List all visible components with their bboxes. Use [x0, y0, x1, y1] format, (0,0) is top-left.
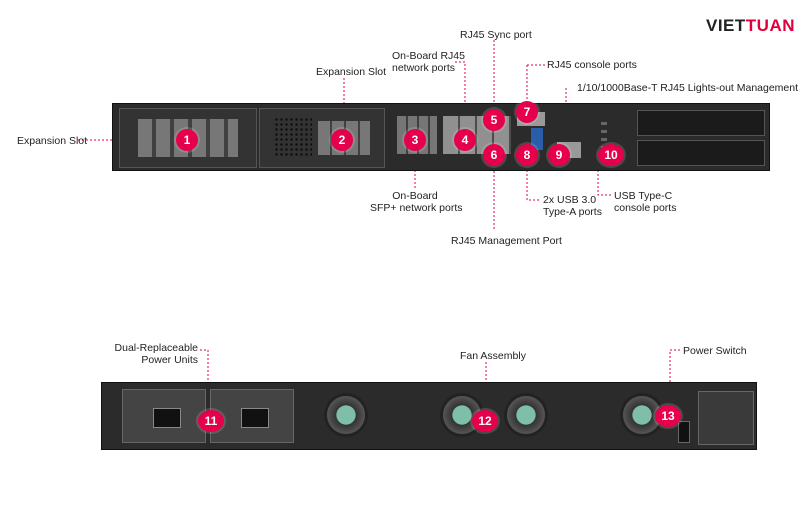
- fan: [504, 393, 548, 437]
- usb-ports: [531, 128, 543, 150]
- expansion-module-2: [259, 108, 385, 168]
- power-switch: [678, 421, 690, 443]
- label-rj45-sync: RJ45 Sync port: [460, 29, 532, 41]
- label-fan: Fan Assembly: [460, 350, 526, 362]
- label-rj45-mgmt: RJ45 Management Port: [451, 235, 562, 247]
- badge-11: 11: [198, 410, 224, 432]
- badge-8: 8: [516, 144, 538, 166]
- badge-12: 12: [472, 410, 498, 432]
- brand-part1: VIET: [706, 16, 746, 35]
- rear-plate: [698, 391, 754, 445]
- label-usb-line2: Type-A ports: [543, 206, 602, 218]
- label-usbc-line2: console ports: [614, 202, 677, 214]
- drive-bay-1: [637, 110, 765, 136]
- badge-9: 9: [548, 144, 570, 166]
- power-inlet-1: [153, 408, 181, 428]
- vent-grid: [274, 117, 312, 157]
- badge-10: 10: [598, 144, 624, 166]
- label-usb: 2x USB 3.0 Type-A ports: [543, 194, 602, 218]
- drive-bay-2: [637, 140, 765, 166]
- label-lights-out: 1/10/1000Base-T RJ45 Lights-out Manageme…: [577, 82, 800, 94]
- label-onboard-sfp-line1: On-Board: [392, 190, 438, 202]
- badge-6: 6: [483, 144, 505, 166]
- label-psu-line2: Power Units: [141, 354, 198, 366]
- label-expansion-slot-left: Expansion Slot: [17, 135, 88, 147]
- label-onboard-sfp: On-Board SFP+ network ports: [370, 190, 463, 214]
- psu-1: [122, 389, 206, 443]
- brand-part2: TUAN: [745, 16, 796, 35]
- label-psu: Dual-Replaceable Power Units: [104, 342, 198, 366]
- badge-13: 13: [655, 405, 681, 427]
- label-usbc: USB Type-C console ports: [614, 190, 676, 214]
- label-expansion-slot-top: Expansion Slot: [316, 66, 387, 78]
- fan: [324, 393, 368, 437]
- label-power-switch: Power Switch: [683, 345, 747, 357]
- label-usb-line1: 2x USB 3.0: [543, 194, 597, 206]
- label-rj45-console: RJ45 console ports: [547, 59, 637, 71]
- badge-3: 3: [404, 129, 426, 151]
- badge-4: 4: [454, 129, 476, 151]
- front-panel: [112, 103, 770, 171]
- badge-7: 7: [516, 101, 538, 123]
- badge-5: 5: [483, 109, 505, 131]
- badge-2: 2: [331, 129, 353, 151]
- power-inlet-2: [241, 408, 269, 428]
- label-onboard-rj45-line1: On-Board RJ45: [392, 50, 465, 62]
- status-leds: [601, 122, 607, 162]
- psu-2: [210, 389, 294, 443]
- brand-logo: VIETTUAN: [706, 16, 795, 36]
- label-onboard-rj45-line2: network ports: [392, 62, 456, 74]
- label-onboard-rj45: On-Board RJ45 network ports: [392, 50, 465, 74]
- label-onboard-sfp-line2: SFP+ network ports: [370, 202, 463, 214]
- badge-1: 1: [176, 129, 198, 151]
- label-usbc-line1: USB Type-C: [614, 190, 673, 202]
- label-psu-line1: Dual-Replaceable: [114, 342, 198, 354]
